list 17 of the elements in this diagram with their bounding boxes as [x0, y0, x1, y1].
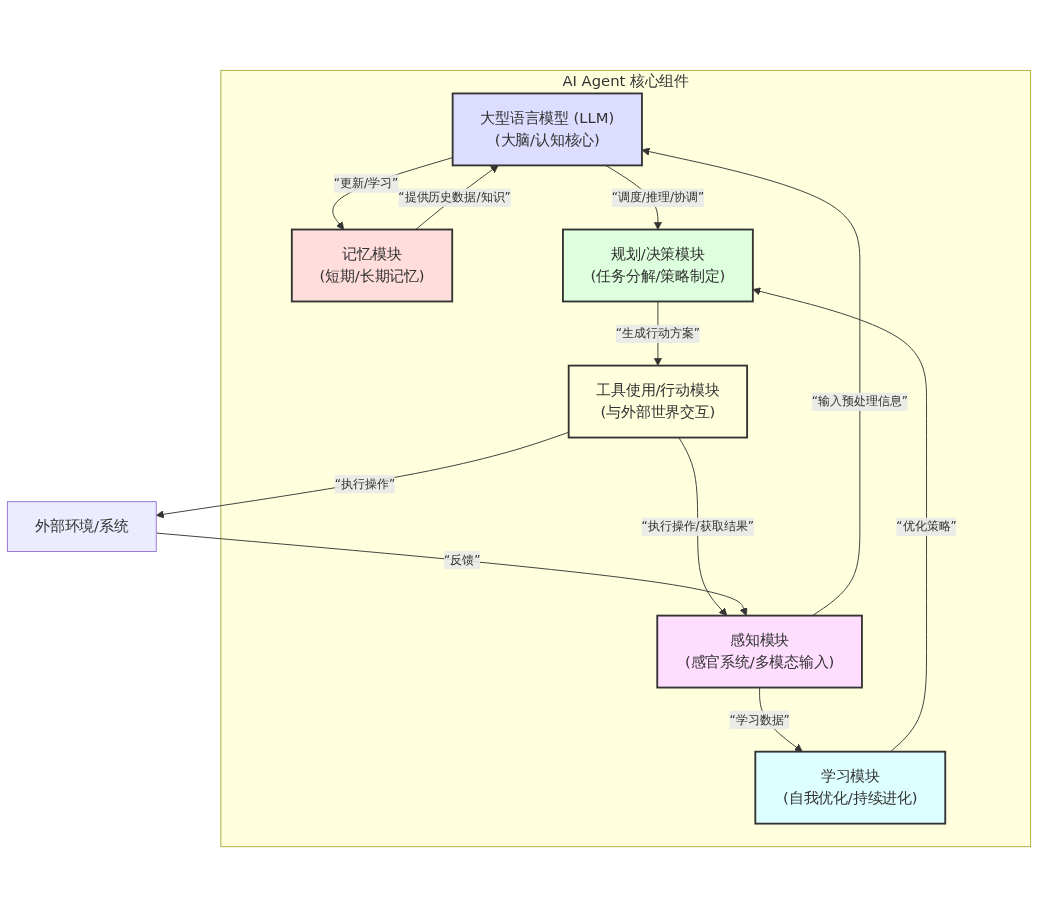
node-box: 外部环境/系统 — [6, 501, 157, 552]
edge-label: “执行操作/获取结果” — [641, 519, 754, 534]
edge-label: “更新/学习” — [333, 176, 399, 190]
edge-label: “执行操作” — [334, 476, 396, 491]
edge-label: “输入预处理信息” — [811, 394, 909, 409]
node-box: 感知模块 (感官系统/多模态输入) — [656, 614, 863, 689]
node-box: 记忆模块 (短期/长期记忆) — [290, 228, 454, 303]
edge-label: “反馈” — [444, 552, 481, 567]
node-box: 工具使用/行动模块 (与外部世界交互) — [567, 364, 749, 439]
edge-label: “调度/推理/协调” — [611, 190, 705, 205]
node-box: 学习模块 (自我优化/持续进化) — [754, 750, 947, 825]
edge-label: “优化策略” — [896, 519, 957, 534]
node-box: 大型语言模型 (LLM) (大脑/认知核心) — [451, 92, 643, 167]
edge-label: “学习数据” — [729, 712, 790, 727]
edge-label: “提供历史数据/知识” — [398, 190, 511, 205]
edge-label: “生成行动方案” — [615, 326, 701, 341]
node-box: 规划/决策模块 (任务分解/策略制定) — [562, 228, 754, 303]
